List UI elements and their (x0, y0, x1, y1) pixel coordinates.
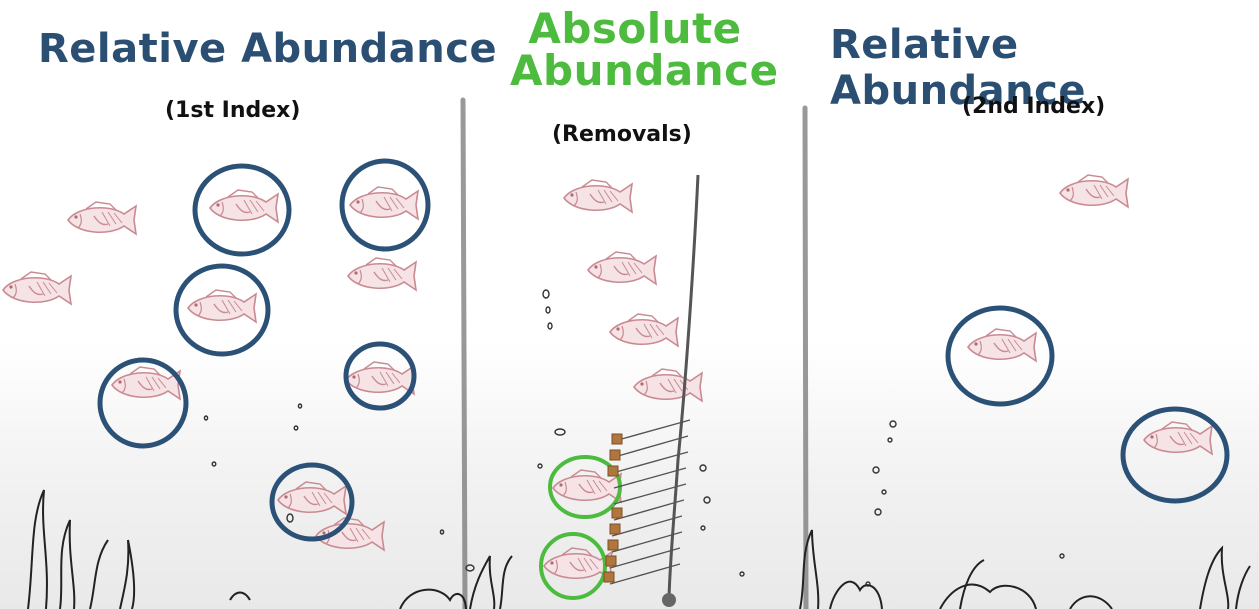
fish-icon (316, 518, 384, 550)
divider-left (463, 100, 465, 609)
seaweed-icon (28, 490, 1250, 609)
fish-icon (1060, 175, 1128, 207)
fish-icon (1144, 422, 1212, 454)
fish-icon (588, 252, 656, 284)
fish-icon (564, 180, 632, 212)
fish-icon (188, 290, 256, 322)
fish-icon (968, 329, 1036, 361)
fish-icon (210, 190, 278, 222)
fish-icon (3, 272, 71, 304)
fish-icon (346, 362, 414, 394)
fish-icon (634, 369, 702, 401)
fish-icon (348, 258, 416, 290)
divider-right (805, 108, 806, 609)
fish-icon (610, 314, 678, 346)
fish-icon (350, 187, 418, 219)
fish-icon (278, 482, 346, 514)
fish-icon (68, 202, 136, 234)
